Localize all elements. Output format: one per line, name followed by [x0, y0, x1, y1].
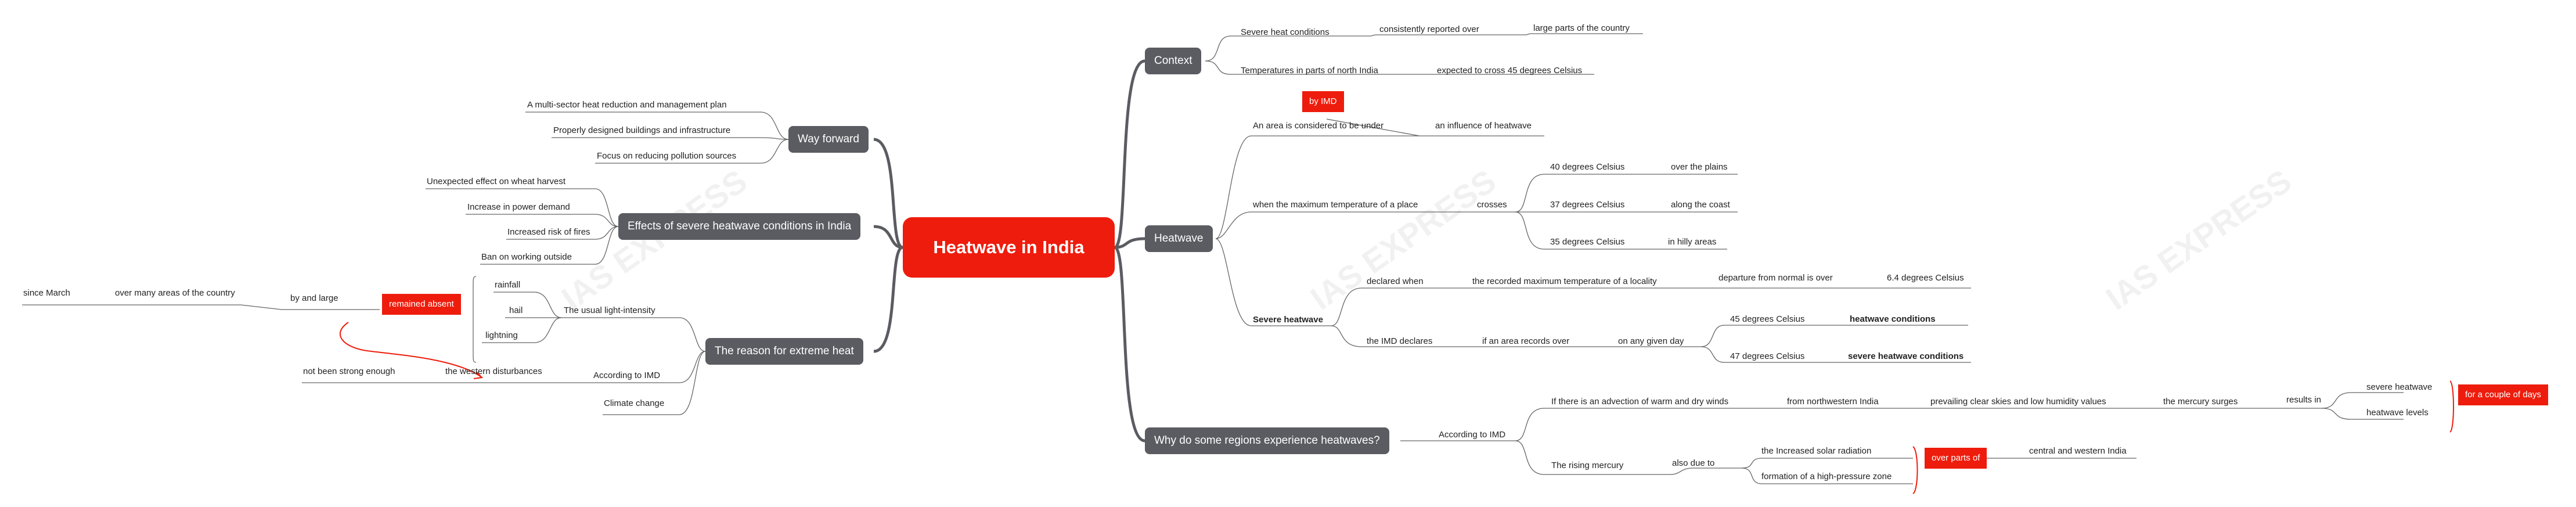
consistently-text: consistently reported over	[1379, 24, 1479, 34]
effects-item-0: Unexpected effect on wheat harvest	[427, 177, 566, 186]
by-large-text: by and large	[290, 293, 338, 303]
also-due-text: also due to	[1672, 458, 1715, 468]
c40-text: 40 degrees Celsius	[1550, 162, 1625, 172]
since-march-text: since March	[23, 288, 70, 298]
when-max-text: when the maximum temperature of a place	[1253, 200, 1418, 210]
departure-text: departure from normal is over	[1718, 273, 1833, 283]
wf-item-2: Focus on reducing pollution sources	[597, 151, 737, 161]
if-area-text: if an area records over	[1482, 336, 1570, 346]
effects-item-2: Increased risk of fires	[507, 227, 590, 237]
hilly-text: in hilly areas	[1668, 237, 1717, 247]
surges-text: the mercury surges	[2163, 397, 2238, 407]
not-strong-text: not been strong enough	[303, 366, 395, 376]
c35-text: 35 degrees Celsius	[1550, 237, 1625, 247]
central-western-text: central and western India	[2029, 446, 2127, 456]
way-forward-node[interactable]: Way forward	[788, 126, 869, 153]
imd-declares-text: the IMD declares	[1367, 336, 1433, 346]
climate-change-text: Climate change	[604, 398, 665, 408]
pressure-text: formation of a high-pressure zone	[1761, 472, 1892, 481]
expected-text: expected to cross 45 degrees Celsius	[1437, 66, 1583, 75]
effects-item-3: Ban on working outside	[481, 252, 572, 262]
lightning-text: lightning	[485, 330, 518, 340]
heatwave-levels-text: heatwave levels	[2366, 408, 2429, 418]
coast-text: along the coast	[1671, 200, 1730, 210]
over-parts-tag: over parts of	[1925, 448, 1987, 469]
c45-text: 45 degrees Celsius	[1730, 314, 1805, 324]
northwestern-text: from northwestern India	[1787, 397, 1879, 407]
severe-heat-text: Severe heat conditions	[1241, 27, 1330, 37]
crosses-text: crosses	[1477, 200, 1507, 210]
wf-item-0: A multi-sector heat reduction and manage…	[527, 100, 727, 110]
heatwave-node[interactable]: Heatwave	[1145, 225, 1213, 252]
remained-absent-tag: remained absent	[382, 294, 461, 315]
recorded-text: the recorded maximum temperature of a lo…	[1472, 276, 1657, 286]
rainfall-text: rainfall	[495, 280, 521, 290]
severe-heatwave-conditions-text: severe heatwave conditions	[1848, 351, 1964, 361]
root-title: Heatwave in India	[903, 217, 1115, 278]
c64-text: 6.4 degrees Celsius	[1887, 273, 1964, 283]
reason-node[interactable]: The reason for extreme heat	[705, 338, 863, 365]
western-disturbances-text: the western disturbances	[445, 366, 542, 376]
context-node[interactable]: Context	[1145, 48, 1202, 74]
over-many-text: over many areas of the country	[115, 288, 235, 298]
effects-item-1: Increase in power demand	[467, 202, 570, 212]
any-day-text: on any given day	[1618, 336, 1684, 346]
influence-text: an influence of heatwave	[1435, 121, 1532, 131]
prevailing-text: prevailing clear skies and low humidity …	[1930, 397, 2106, 407]
large-parts-text: large parts of the country	[1533, 23, 1630, 33]
temperatures-text: Temperatures in parts of north India	[1241, 66, 1378, 75]
why-node[interactable]: Why do some regions experience heatwaves…	[1145, 427, 1389, 454]
rising-mercury-text: The rising mercury	[1551, 461, 1624, 470]
considered-text: An area is considered to be under	[1253, 121, 1384, 131]
solar-text: the Increased solar radiation	[1761, 446, 1872, 456]
reason-according-text: According to IMD	[593, 371, 661, 380]
severe-heatwave-result: severe heatwave	[2366, 382, 2433, 392]
severe-heatwave-text: Severe heatwave	[1253, 315, 1323, 325]
wf-item-1: Properly designed buildings and infrastr…	[553, 125, 731, 135]
c37-text: 37 degrees Celsius	[1550, 200, 1625, 210]
usual-intensity-text: The usual light-intensity	[564, 305, 655, 315]
effects-node[interactable]: Effects of severe heatwave conditions in…	[618, 213, 861, 240]
plains-text: over the plains	[1671, 162, 1728, 172]
c47-text: 47 degrees Celsius	[1730, 351, 1805, 361]
advection-text: If there is an advection of warm and dry…	[1551, 397, 1729, 407]
by-imd-tag: by IMD	[1302, 91, 1344, 112]
hail-text: hail	[509, 305, 523, 315]
results-text: results in	[2286, 395, 2322, 405]
according-imd-text: According to IMD	[1439, 430, 1506, 440]
heatwave-conditions-text: heatwave conditions	[1850, 314, 1936, 324]
declared-text: declared when	[1367, 276, 1424, 286]
couple-days-tag: for a couple of days	[2458, 384, 2548, 405]
